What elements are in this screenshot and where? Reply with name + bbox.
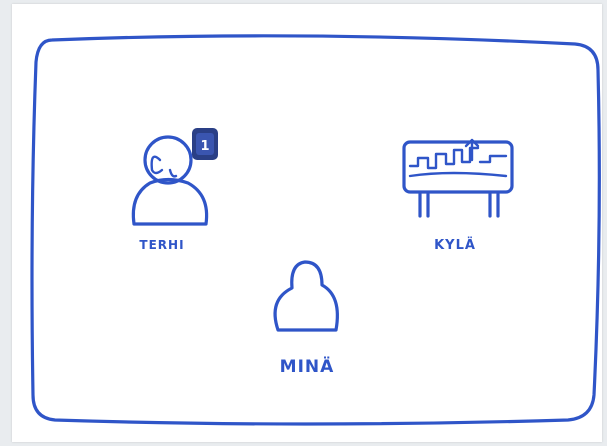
label-mina: MINÄ (280, 355, 335, 377)
mina-person-icon (273, 260, 339, 332)
label-terhi: TERHI (139, 238, 184, 252)
frame-border (30, 34, 601, 426)
village-billboard-icon (402, 138, 514, 218)
notification-badge: 1 (192, 128, 218, 160)
label-kyla: KYLÄ (434, 237, 476, 253)
badge-count: 1 (200, 139, 209, 154)
terhi-person-icon (131, 135, 209, 226)
paper-sheet (12, 4, 602, 442)
